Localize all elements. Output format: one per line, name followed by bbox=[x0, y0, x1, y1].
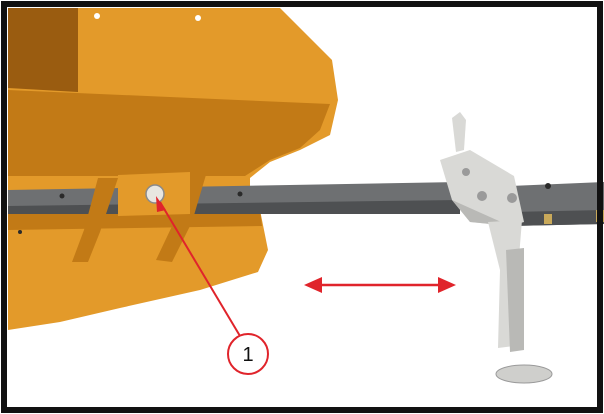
panel-bolt bbox=[94, 13, 100, 19]
arrow-head-right bbox=[438, 277, 456, 293]
callout-leader-arrowhead bbox=[156, 196, 166, 212]
bar-hole bbox=[18, 230, 22, 234]
double-headed-arrow-icon bbox=[304, 277, 456, 293]
numbered-circle-icon bbox=[227, 333, 269, 375]
stand-bolt bbox=[462, 168, 470, 176]
callout-leader-line bbox=[159, 201, 241, 337]
bar-end-nut bbox=[544, 214, 552, 224]
arrow-head-left bbox=[304, 277, 322, 293]
bar-extension-edge bbox=[510, 210, 604, 226]
fin-right bbox=[156, 168, 208, 262]
bar-hole bbox=[237, 191, 243, 197]
mower-lower-shade bbox=[8, 210, 262, 230]
mower-lower-skirt bbox=[8, 210, 268, 330]
mounting-fins bbox=[72, 168, 208, 262]
panel-bolt bbox=[195, 15, 201, 21]
jack-stand bbox=[440, 112, 553, 384]
callout-number: 1 bbox=[242, 344, 253, 366]
bar-hole bbox=[545, 183, 551, 189]
fastener-pin bbox=[145, 184, 165, 204]
stand-bolt bbox=[507, 193, 517, 203]
callout-1: 1 bbox=[156, 196, 269, 375]
stand-plate-shade bbox=[452, 200, 510, 226]
fin-left bbox=[72, 178, 118, 262]
mower-upper-shadow bbox=[8, 90, 330, 176]
mower-dark-recess bbox=[8, 8, 78, 92]
stand-foot bbox=[495, 364, 553, 384]
stand-leg-inner bbox=[506, 248, 524, 352]
stand-handle bbox=[452, 112, 466, 152]
stand-bolt bbox=[477, 191, 487, 201]
bar-hole bbox=[59, 193, 65, 199]
mower-housing bbox=[8, 8, 338, 330]
